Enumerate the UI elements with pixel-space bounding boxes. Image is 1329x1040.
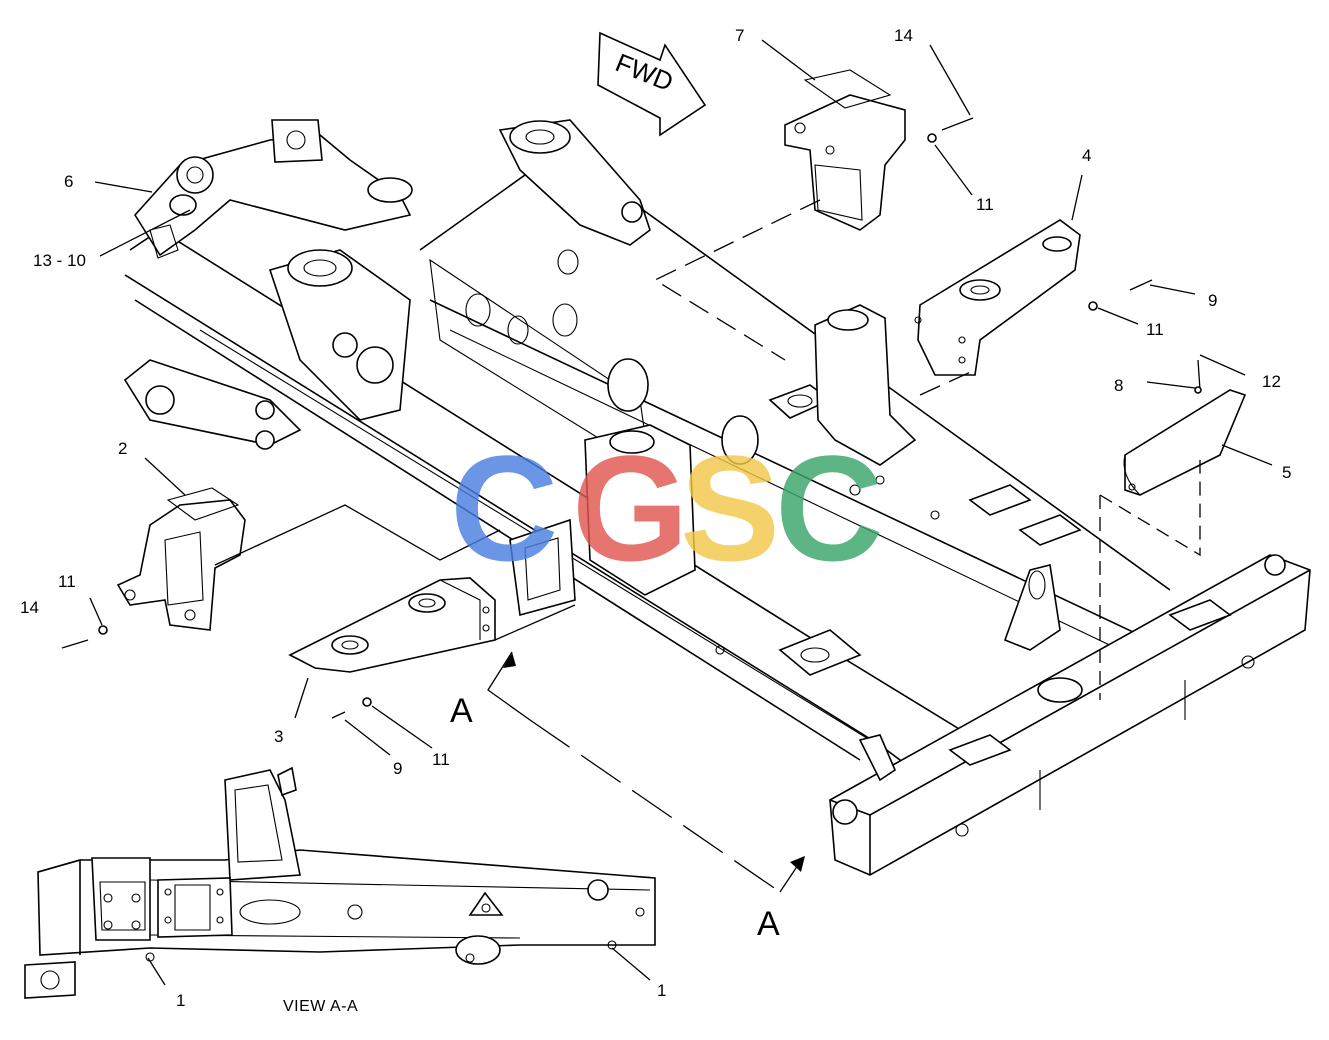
callout-1-right: 1	[657, 981, 666, 1000]
watermark-letter-s: S	[680, 424, 780, 592]
callout-5: 5	[1282, 463, 1291, 482]
upright-post	[814, 304, 917, 466]
callout-14-left: 14	[20, 598, 39, 617]
fasteners	[61, 117, 1202, 719]
callout-6: 6	[64, 172, 73, 191]
section-label-a-upper: A	[450, 692, 473, 730]
callout-9-right: 9	[1208, 291, 1217, 310]
watermark-letter-c: C	[450, 424, 558, 592]
callout-14-top: 14	[894, 26, 913, 45]
forward-arrow-icon: FWD	[597, 31, 707, 137]
callout-11-left: 11	[58, 572, 76, 591]
main-frame	[123, 119, 1311, 876]
callout-12: 12	[1262, 372, 1281, 391]
part-3-bracket	[288, 577, 496, 673]
callout-11-right: 11	[1146, 320, 1164, 339]
callout-7: 7	[735, 26, 744, 45]
watermark-letter-g: G	[572, 424, 689, 592]
callout-11-lower: 11	[432, 750, 450, 769]
callouts: 6 13 - 10 2 11 14 3 9 11 7 14 11 4 9 11 …	[20, 26, 1291, 1010]
part-4-bracket	[914, 219, 1081, 376]
callout-4: 4	[1082, 146, 1091, 165]
callout-9-lower: 9	[393, 759, 402, 778]
callout-1-left: 1	[176, 991, 185, 1010]
callout-2: 2	[118, 439, 127, 458]
view-a-a-caption: VIEW A-A	[283, 998, 358, 1015]
center-mount-tower	[509, 424, 696, 617]
section-label-a-lower: A	[757, 905, 780, 943]
watermark-letter-c2: C	[775, 424, 883, 592]
leader-lines	[89, 39, 1273, 986]
callout-8: 8	[1114, 376, 1123, 395]
view-a-a-inset	[24, 766, 656, 999]
part-2-mount	[116, 487, 246, 631]
callout-13-10: 13 - 10	[33, 251, 86, 270]
callout-3: 3	[274, 727, 283, 746]
section-line	[487, 651, 805, 893]
part-7-mount	[784, 69, 906, 231]
callout-11-top: 11	[976, 195, 994, 214]
watermark: C G S C	[450, 424, 883, 592]
part-5-cover	[1123, 389, 1247, 496]
